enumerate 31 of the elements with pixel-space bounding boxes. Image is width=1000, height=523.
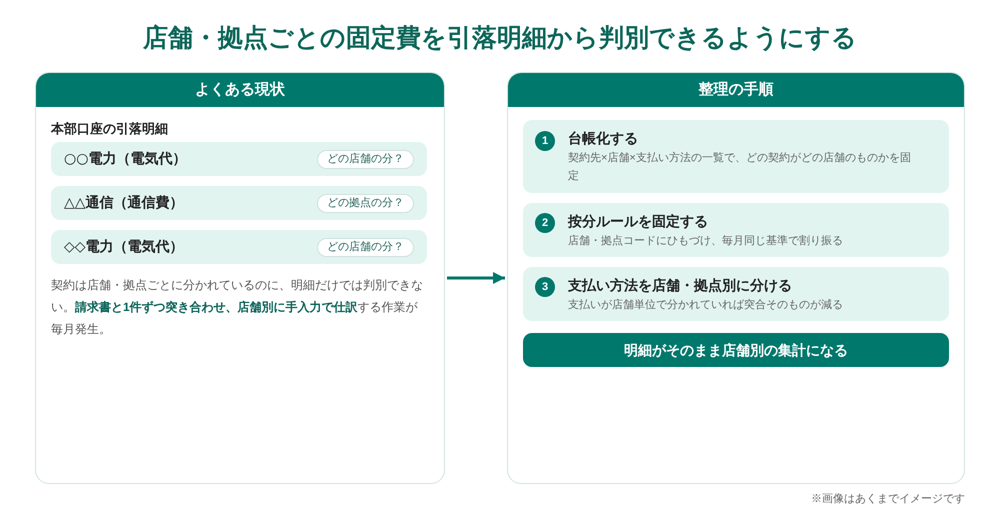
statement-row xyxy=(51,230,427,264)
panel-header: 整理の手順 xyxy=(508,73,964,107)
step-card xyxy=(523,267,949,321)
step-title: 台帳化する xyxy=(568,129,638,147)
item-text: ◇◇電力（電気代） xyxy=(64,238,184,256)
step-number: 2 xyxy=(535,213,555,233)
step-number: 3 xyxy=(535,277,555,297)
step-number: 1 xyxy=(535,131,555,151)
statement-row xyxy=(51,142,427,176)
step-card xyxy=(523,203,949,257)
page-title: 店舗・拠点ごとの固定費を引落明細から判別できるようにする xyxy=(142,23,858,54)
footnote: ※画像はあくまでイメージです xyxy=(811,492,965,506)
step-description: 店舗・拠点コードにひもづけ、毎月同じ基準で割り振る xyxy=(568,234,844,249)
arrow xyxy=(447,272,505,284)
step-title: 支払い方法を店舗・拠点別に分ける xyxy=(568,276,792,294)
item-text: ○○電力（電気代） xyxy=(64,150,186,168)
panel-card xyxy=(35,72,445,484)
statement-row xyxy=(51,186,427,220)
question-tag: どの店舗の分？ xyxy=(317,150,414,169)
step-title: 按分ルールを固定する xyxy=(568,212,708,230)
step-description: 支払いが店舗単位で分かれていれば突合そのものが減る xyxy=(568,298,844,313)
step-card xyxy=(523,120,949,193)
panel-card xyxy=(507,72,965,484)
section-heading: 本部口座の引落明細 xyxy=(51,120,168,138)
panel-header: よくある現状 xyxy=(36,73,444,107)
result-banner: 明細がそのまま店舗別の集計になる xyxy=(523,333,949,367)
question-tag: どの拠点の分？ xyxy=(317,194,414,213)
step-description: 契約先×店舗×支払い方法の一覧で、どの契約がどの店舗のものかを固定 xyxy=(568,150,912,184)
question-tag: どの店舗の分？ xyxy=(317,238,414,257)
item-text: △△通信（通信費） xyxy=(64,194,184,212)
description-text: 契約は店舗・拠点ごとに分かれているのに、明細だけでは判別できない。請求書と1件ずつ突き合わせ、店舗別に手入力で仕訳する作業が毎月発生。 xyxy=(51,277,424,338)
